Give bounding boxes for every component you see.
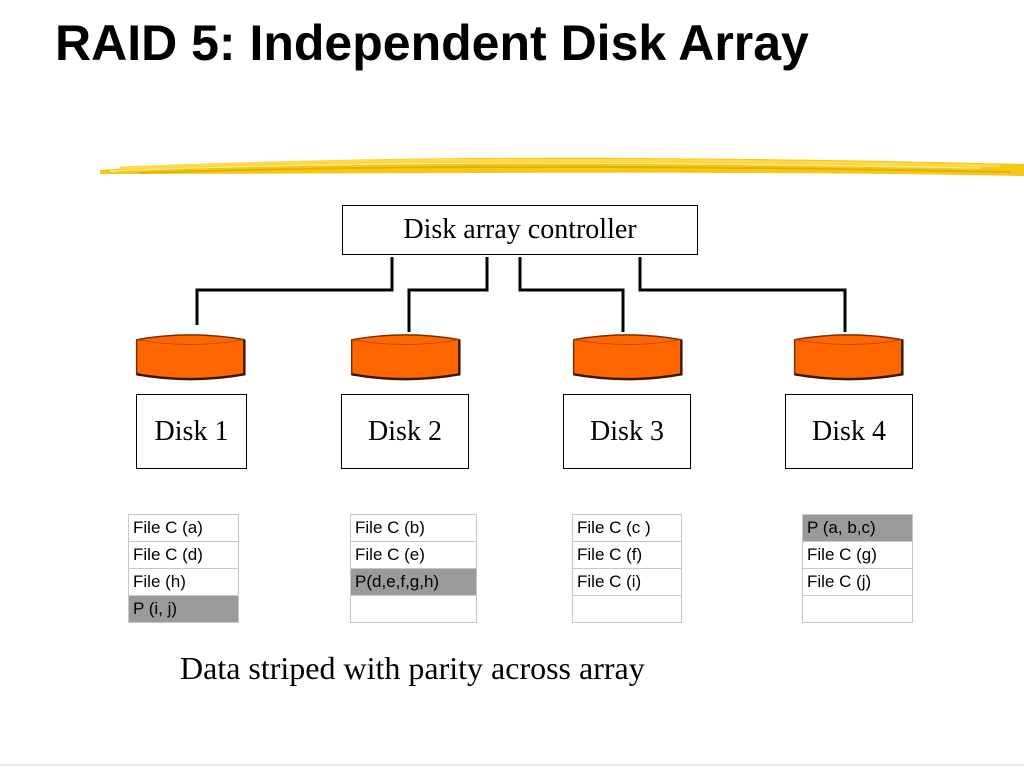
stripe-row: P (i, j)	[128, 595, 239, 623]
stripe-row: File C (b)	[350, 514, 477, 542]
title-underline-brushstroke	[100, 157, 1024, 176]
data-block-cell: File C (c )	[572, 514, 682, 542]
slide-caption: Data striped with parity across array	[180, 650, 645, 686]
disk-2-stripe-table: File C (b)File C (e)P(d,e,f,g,h)	[350, 514, 477, 623]
footer-rule	[0, 764, 1024, 766]
disk-3-stripe-table: File C (c )File C (f)File C (i)	[572, 514, 682, 623]
stripe-row: File C (c )	[572, 514, 682, 542]
data-block-cell: File (h)	[128, 568, 239, 596]
parity-block-cell: P (i, j)	[128, 595, 239, 623]
disk-3-cylinder-icon	[572, 334, 683, 381]
data-block-cell: File C (a)	[128, 514, 239, 542]
stripe-row: P (a, b,c)	[802, 514, 913, 542]
stripe-row: File C (d)	[128, 541, 239, 569]
disk-1-cylinder-icon	[135, 334, 246, 381]
data-block-cell: File C (g)	[802, 541, 913, 569]
stripe-row: File C (a)	[128, 514, 239, 542]
disk-2-label: Disk 2	[341, 394, 469, 469]
stripe-row	[572, 595, 682, 623]
disk-array-controller: Disk array controller	[342, 205, 698, 255]
data-block-cell	[572, 595, 682, 623]
disk-1-label: Disk 1	[136, 394, 247, 469]
data-block-cell: File C (f)	[572, 541, 682, 569]
stripe-row: File C (j)	[802, 568, 913, 596]
data-block-cell: File C (d)	[128, 541, 239, 569]
disk-1-stripe-table: File C (a)File C (d)File (h)P (i, j)	[128, 514, 239, 623]
stripe-row: File (h)	[128, 568, 239, 596]
data-block-cell: File C (b)	[350, 514, 477, 542]
disk-3-label: Disk 3	[563, 394, 691, 469]
disk-4-label: Disk 4	[785, 394, 913, 469]
parity-block-cell: P(d,e,f,g,h)	[350, 568, 477, 596]
stripe-row: File C (e)	[350, 541, 477, 569]
stripe-row: File C (i)	[572, 568, 682, 596]
disk-2-cylinder-icon	[350, 334, 461, 381]
stripe-row: File C (f)	[572, 541, 682, 569]
stripe-row	[802, 595, 913, 623]
data-block-cell: File C (e)	[350, 541, 477, 569]
data-block-cell	[802, 595, 913, 623]
data-block-cell: File C (i)	[572, 568, 682, 596]
slide-title: RAID 5: Independent Disk Array	[55, 15, 809, 71]
stripe-row: P(d,e,f,g,h)	[350, 568, 477, 596]
stripe-row	[350, 595, 477, 623]
stripe-row: File C (g)	[802, 541, 913, 569]
disk-4-stripe-table: P (a, b,c)File C (g)File C (j)	[802, 514, 913, 623]
data-block-cell	[350, 595, 477, 623]
parity-block-cell: P (a, b,c)	[802, 514, 913, 542]
data-block-cell: File C (j)	[802, 568, 913, 596]
disk-4-cylinder-icon	[793, 334, 904, 381]
